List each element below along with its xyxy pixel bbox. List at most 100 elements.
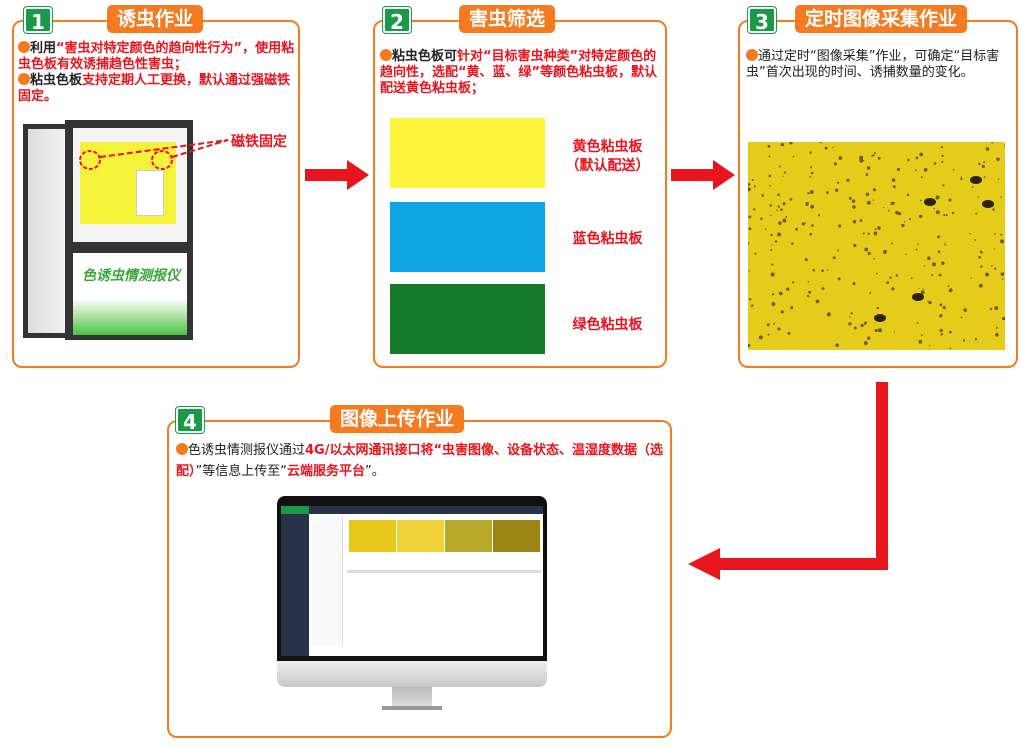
insect-speck — [895, 274, 899, 277]
insect-speck — [949, 347, 952, 349]
insect-speck — [804, 222, 807, 224]
insect-speck — [782, 202, 786, 206]
insect-speck — [939, 314, 943, 318]
insect-speck — [863, 322, 867, 325]
step-2-badge: 2 — [383, 7, 411, 34]
insect-speck — [895, 210, 899, 215]
insect-speck — [809, 151, 812, 154]
large-insect — [982, 200, 994, 208]
insect-speck — [993, 248, 996, 250]
insect-speck — [832, 256, 836, 260]
insect-speck — [948, 198, 952, 202]
insect-speck — [791, 242, 794, 245]
insect-speck — [748, 227, 752, 231]
insect-speck — [919, 152, 924, 157]
insect-speck — [983, 176, 986, 178]
insect-speck — [852, 282, 856, 286]
insect-speck — [782, 175, 784, 177]
insect-speck — [935, 195, 940, 200]
insect-speck — [849, 316, 851, 318]
insect-speck — [942, 184, 945, 187]
insect-speck — [940, 146, 943, 149]
insect-speck — [838, 156, 843, 160]
insect-speck — [980, 251, 983, 254]
insect-speck — [848, 322, 852, 326]
insect-speck — [906, 193, 910, 197]
insect-speck — [792, 281, 795, 284]
insect-speck — [938, 273, 942, 277]
insect-speck — [901, 223, 905, 228]
insect-speck — [813, 270, 815, 272]
magnet-label: 磁铁固定 — [231, 134, 287, 150]
insect-speck — [915, 248, 918, 251]
insect-speck — [921, 334, 923, 337]
insect-speck — [873, 151, 876, 154]
insect-speck — [872, 199, 875, 201]
insect-speck — [748, 182, 751, 186]
insect-speck — [974, 338, 978, 341]
insect-speck — [876, 306, 879, 310]
platform-screen — [281, 506, 543, 656]
insect-speck — [927, 300, 929, 303]
insect-speck — [852, 220, 857, 224]
insect-speck — [804, 258, 808, 262]
insect-speck — [837, 277, 841, 281]
insect-speck — [978, 162, 981, 165]
insect-speck — [921, 176, 923, 178]
insect-speck — [943, 213, 946, 217]
insect-speck — [748, 187, 751, 192]
insect-speck — [991, 265, 993, 267]
insect-speck — [1000, 239, 1005, 244]
insect-speck — [887, 209, 890, 212]
insect-speck — [777, 327, 781, 331]
insect-speck — [809, 232, 813, 236]
large-insect — [970, 176, 982, 184]
insect-speck — [1000, 233, 1003, 236]
insect-speck — [989, 307, 993, 311]
insect-speck — [777, 232, 781, 237]
insect-speck — [782, 218, 787, 223]
insect-speck — [853, 326, 857, 330]
insect-speck — [817, 214, 821, 217]
blue-board-swatch — [390, 202, 545, 272]
monitor-image — [277, 496, 547, 711]
insect-speck — [853, 243, 857, 248]
insect-speck — [1001, 278, 1004, 280]
insect-speck — [824, 146, 828, 150]
insect-speck — [932, 262, 937, 267]
insect-speck — [919, 199, 922, 202]
step-2-title: 害虫筛选 — [459, 5, 556, 33]
insect-speck — [980, 265, 983, 268]
insect-speck — [994, 306, 999, 311]
insect-speck — [937, 235, 940, 239]
insect-speck — [905, 253, 907, 256]
insect-speck — [821, 287, 825, 290]
insect-speck — [928, 345, 930, 347]
insect-speck — [770, 214, 772, 217]
insect-speck — [809, 190, 814, 194]
insect-speck — [927, 256, 931, 260]
insect-speck — [761, 194, 764, 197]
insect-speck — [951, 211, 954, 215]
yellow-board-label: 黄色粘虫板（默认配送） — [565, 139, 650, 174]
bullet-icon — [176, 443, 188, 455]
insect-speck — [776, 209, 778, 211]
insect-speck — [789, 198, 793, 201]
insect-speck — [864, 247, 869, 252]
insect-speck — [933, 162, 937, 165]
large-insect — [912, 293, 924, 301]
large-insect — [874, 314, 886, 322]
insect-speck — [1000, 272, 1005, 276]
insect-speck — [836, 181, 840, 184]
insect-speck — [846, 178, 850, 182]
insect-speck — [771, 263, 774, 266]
insect-speck — [970, 277, 972, 279]
insect-speck — [962, 339, 966, 342]
insect-speck — [809, 175, 812, 178]
insect-speck — [867, 251, 871, 255]
large-insect — [924, 198, 936, 206]
insect-speck — [942, 305, 946, 310]
step-3-text: 通过定时“图像采集”作业，可确定“目标害虫”首次出现的时间、诱捕数量的变化。 — [746, 49, 1000, 80]
insect-speck — [792, 155, 795, 158]
insect-speck — [753, 208, 756, 211]
